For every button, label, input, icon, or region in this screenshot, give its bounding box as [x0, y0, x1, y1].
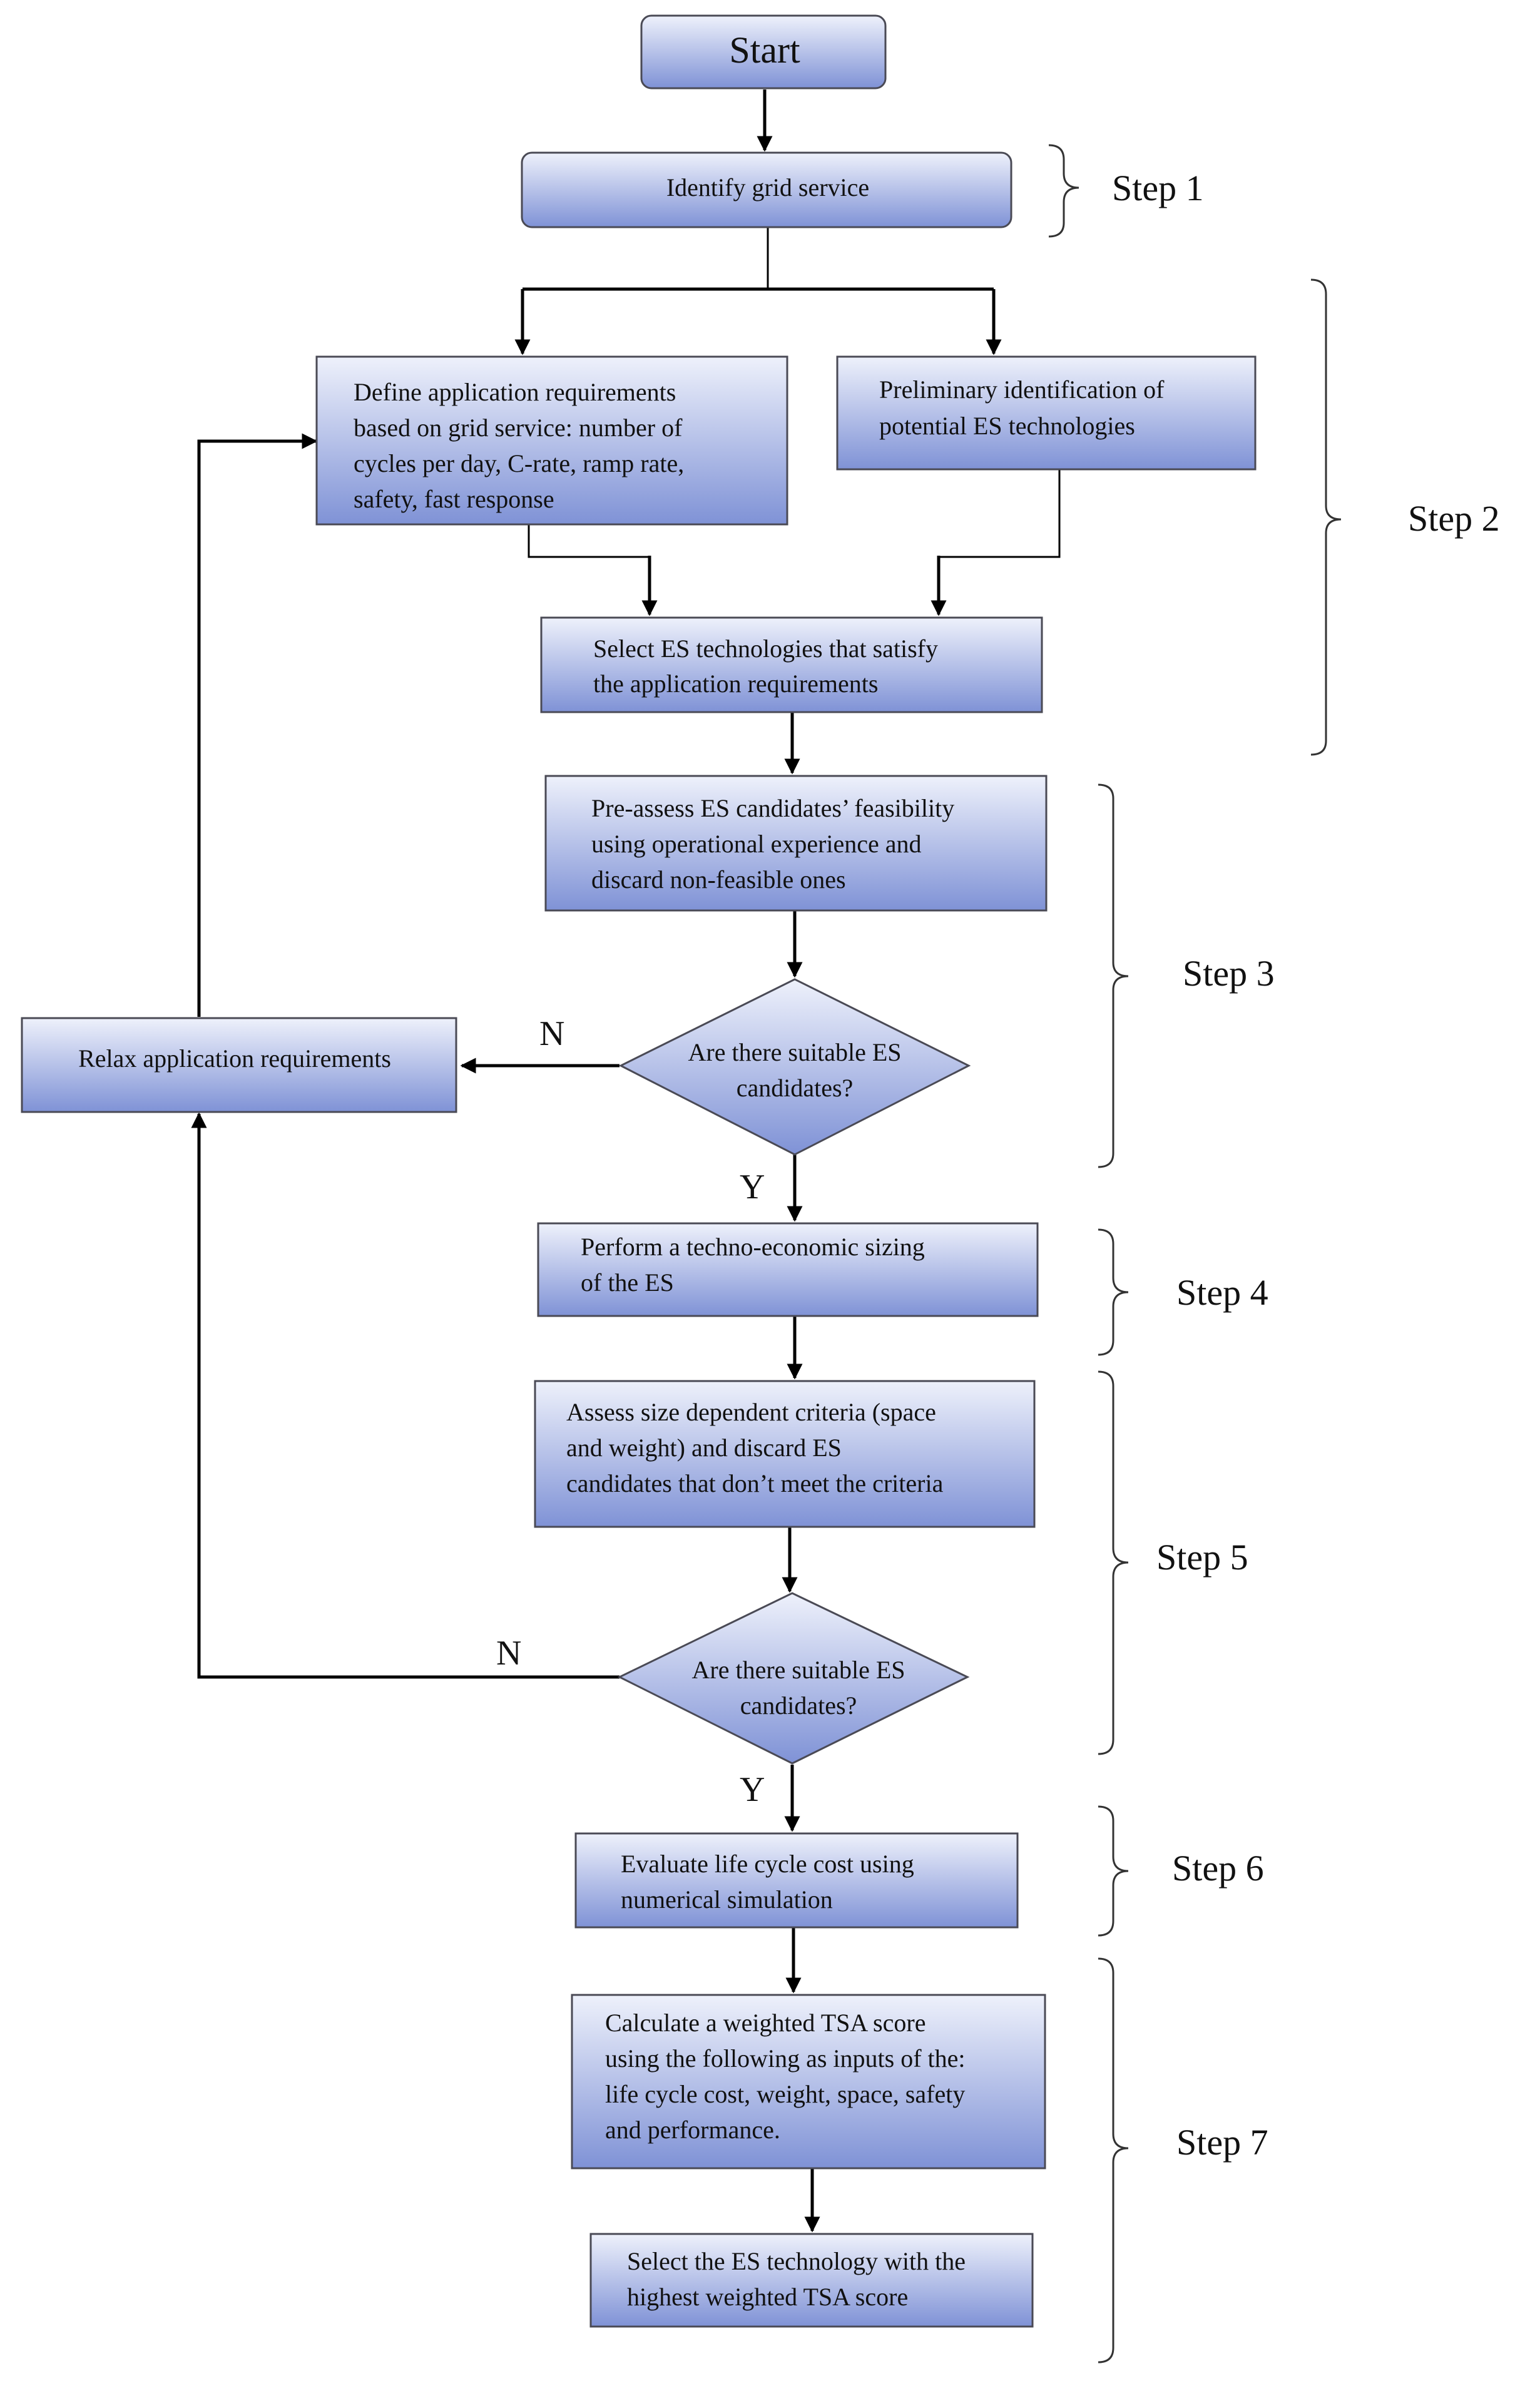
brace-step-7: [1098, 1957, 1129, 2363]
sizing-line-2: of the ES: [581, 1268, 674, 1297]
lcc-line-2: numerical simulation: [621, 1885, 833, 1914]
yes-label-2: Y: [740, 1770, 765, 1809]
no-label-2: N: [496, 1634, 521, 1673]
line-define-select: [528, 524, 650, 558]
tsa-line-2: using the following as inputs of the:: [605, 2044, 966, 2072]
brace-step-3: [1098, 783, 1129, 1168]
select-es-line-2: the application requirements: [593, 670, 878, 698]
identify-node: Identify grid service: [521, 151, 1012, 228]
define-line-1: Define application requirements: [354, 378, 676, 406]
final-node: Select the ES technology with the highes…: [589, 2233, 1034, 2328]
define-line-2: based on grid service: number of: [354, 414, 683, 442]
select-es-node: Select ES technologies that satisfy the …: [540, 616, 1043, 713]
assess-line-2: and weight) and discard ES: [566, 1434, 842, 1462]
sizing-line-1: Perform a techno-economic sizing: [581, 1233, 925, 1261]
brace-step-6: [1098, 1805, 1129, 1937]
select-es-line-1: Select ES technologies that satisfy: [593, 635, 938, 663]
lcc-node: Evaluate life cycle cost using numerical…: [574, 1832, 1019, 1929]
tsa-line-3: life cycle cost, weight, space, safety: [605, 2080, 965, 2108]
decision2-line-1: Are there suitable ES: [692, 1656, 905, 1684]
preassess-line-2: using operational experience and: [591, 830, 922, 858]
lcc-line-1: Evaluate life cycle cost using: [621, 1850, 914, 1878]
yes-label-1: Y: [740, 1168, 765, 1206]
brace-step-2: [1310, 278, 1342, 756]
define-line-4: safety, fast response: [354, 485, 554, 513]
arrow-relax-define: [197, 433, 318, 1017]
connectors: [191, 89, 1061, 2233]
start-node: Start: [640, 14, 887, 89]
tsa-node: Calculate a weighted TSA score using the…: [571, 1994, 1046, 2169]
brace-step-5: [1098, 1370, 1129, 1755]
step-1-label: Step 1: [1112, 168, 1204, 208]
assess-line-3: candidates that don’t meet the criteria: [566, 1469, 944, 1497]
step-labels: Step 1 Step 2 Step 3 Step 4 Step 5 Step …: [1112, 168, 1500, 2163]
decision1-line-2: candidates?: [737, 1074, 854, 1102]
step-6-label: Step 6: [1172, 1848, 1264, 1889]
tsa-line-1: Calculate a weighted TSA score: [605, 2009, 926, 2037]
step-braces: [1048, 144, 1342, 2363]
preassess-line-3: discard non-feasible ones: [591, 865, 846, 894]
prelim-node: Preliminary identification of potential …: [836, 355, 1257, 471]
final-line-1: Select the ES technology with the: [627, 2247, 966, 2275]
line-prelim-select: [939, 469, 1061, 558]
step-5-label: Step 5: [1156, 1537, 1248, 1578]
assess-line-1: Assess size dependent criteria (space: [566, 1398, 936, 1426]
decision1-node: Are there suitable ES candidates?: [618, 978, 971, 1156]
assess-node: Assess size dependent criteria (space an…: [534, 1380, 1036, 1528]
preassess-node: Pre-assess ES candidates’ feasibility us…: [544, 775, 1048, 912]
define-node: Define application requirements based on…: [315, 355, 788, 526]
start-label: Start: [729, 29, 800, 71]
step-4-label: Step 4: [1176, 1272, 1268, 1313]
identify-label: Identify grid service: [666, 173, 869, 201]
final-line-2: highest weighted TSA score: [627, 2283, 908, 2311]
no-label-1: N: [539, 1014, 564, 1053]
step-7-label: Step 7: [1176, 2122, 1268, 2163]
prelim-line-2: potential ES technologies: [879, 412, 1135, 440]
decision1-line-1: Are there suitable ES: [688, 1038, 902, 1066]
prelim-line-1: Preliminary identification of: [879, 375, 1165, 404]
define-line-3: cycles per day, C-rate, ramp rate,: [354, 449, 684, 477]
tsa-line-4: and performance.: [605, 2116, 780, 2144]
sizing-node: Perform a techno-economic sizing of the …: [537, 1222, 1039, 1317]
decision2-node: Are there suitable ES candidates?: [617, 1592, 970, 1765]
decision2-line-2: candidates?: [740, 1691, 857, 1720]
arrow-decision2-relax: [191, 1112, 620, 1679]
preassess-line-1: Pre-assess ES candidates’ feasibility: [591, 794, 954, 822]
relax-label: Relax application requirements: [78, 1044, 391, 1073]
step-2-label: Step 2: [1408, 498, 1500, 539]
relax-node: Relax application requirements: [21, 1017, 457, 1113]
brace-step-1: [1048, 144, 1079, 238]
step-3-label: Step 3: [1183, 953, 1275, 994]
brace-step-4: [1098, 1228, 1129, 1356]
